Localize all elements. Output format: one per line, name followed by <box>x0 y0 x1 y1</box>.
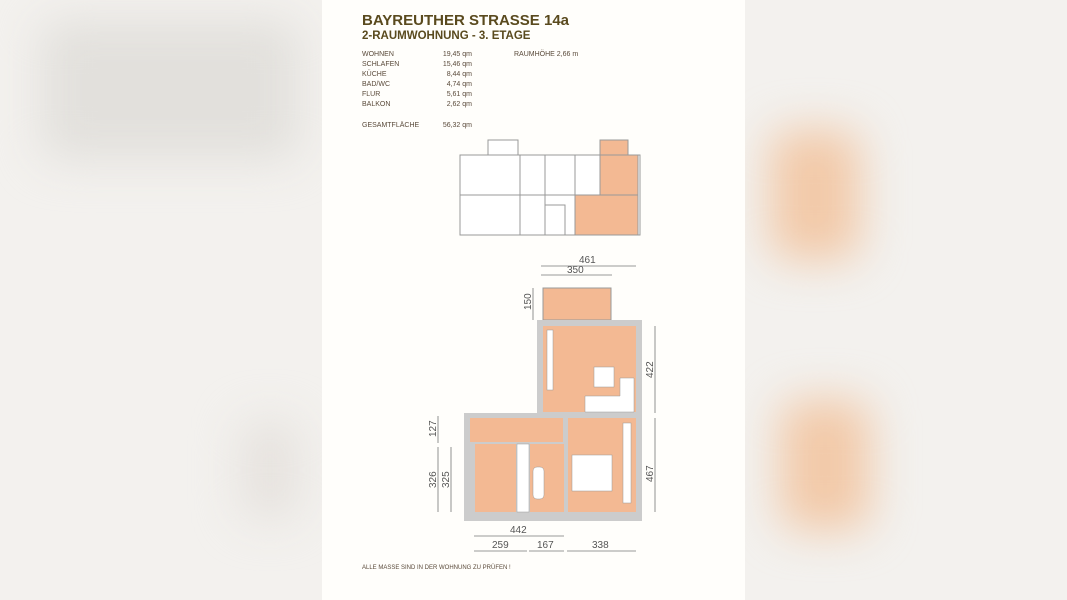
background-blur <box>40 20 300 160</box>
room-row: KÜCHE 8,44 qm <box>362 71 472 78</box>
background-blur <box>770 130 860 260</box>
balcony <box>542 287 612 321</box>
room-area: 19,45 qm <box>442 51 472 58</box>
room-row: BALKON 2,62 qm <box>362 101 472 108</box>
dim-326: 326 <box>428 471 439 488</box>
room-area: 4,74 qm <box>446 81 472 88</box>
dim-422: 422 <box>645 361 656 378</box>
room-area: 15,46 qm <box>442 61 472 68</box>
dim-150: 150 <box>523 293 534 310</box>
room-row: BAD/WC 4,74 qm <box>362 81 472 88</box>
room-name: KÜCHE <box>362 71 387 78</box>
dim-325: 325 <box>441 471 452 488</box>
background-blur <box>780 400 870 530</box>
total-row: GESAMTFLÄCHE 56,32 qm <box>362 122 472 129</box>
room-row: WOHNEN 19,45 qm <box>362 51 472 58</box>
address-title: BAYREUTHER STRASSE 14a <box>362 12 570 29</box>
dim-461: 461 <box>579 255 596 266</box>
room-row: SCHLAFEN 15,46 qm <box>362 61 472 68</box>
dim-467: 467 <box>645 465 656 482</box>
room-name: SCHLAFEN <box>362 61 400 68</box>
dim-127: 127 <box>428 420 439 437</box>
apartment-subtitle: 2-RAUMWOHNUNG - 3. ETAGE <box>362 30 531 42</box>
dim-350: 350 <box>567 265 584 276</box>
room-area: 2,62 qm <box>446 101 472 108</box>
dim-259: 259 <box>492 540 509 551</box>
ceiling-height: RAUMHÖHE 2,66 m <box>514 51 579 58</box>
room-name: BALKON <box>362 101 391 108</box>
dim-167: 167 <box>537 540 554 551</box>
key-plan <box>459 139 641 236</box>
dimension-lines <box>437 265 656 552</box>
hallway <box>470 418 563 442</box>
footnote: ALLE MASSE SIND IN DER WOHNUNG ZU PRÜFEN… <box>362 565 511 571</box>
room-name: WOHNEN <box>362 51 394 58</box>
apartment-plan <box>464 287 642 521</box>
room-name: BAD/WC <box>362 81 390 88</box>
kitchen <box>475 444 516 512</box>
room-name: FLUR <box>362 91 381 98</box>
total-label: GESAMTFLÄCHE <box>362 122 420 129</box>
dim-338: 338 <box>592 540 609 551</box>
room-area: 8,44 qm <box>446 71 472 78</box>
dim-442: 442 <box>510 525 527 536</box>
room-row: FLUR 5,61 qm <box>362 91 472 98</box>
room-area: 5,61 qm <box>446 91 472 98</box>
background-blur <box>240 420 300 520</box>
total-area: 56,32 qm <box>442 122 472 129</box>
